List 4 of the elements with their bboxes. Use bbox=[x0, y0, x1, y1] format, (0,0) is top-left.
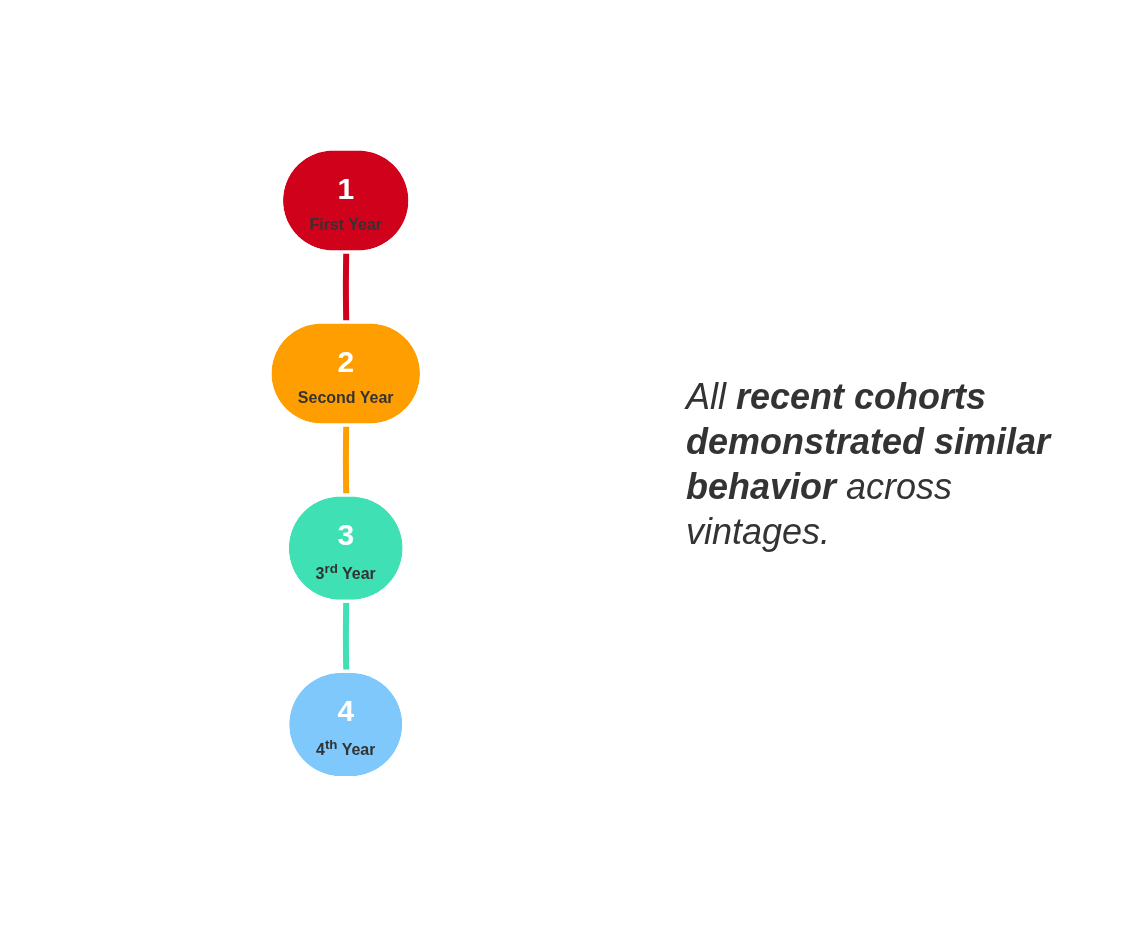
connector bbox=[343, 425, 350, 496]
connector bbox=[343, 601, 350, 673]
connector bbox=[343, 252, 350, 323]
note-text: All recent cohorts demonstrated similar behavior across vintages. bbox=[686, 374, 1053, 554]
